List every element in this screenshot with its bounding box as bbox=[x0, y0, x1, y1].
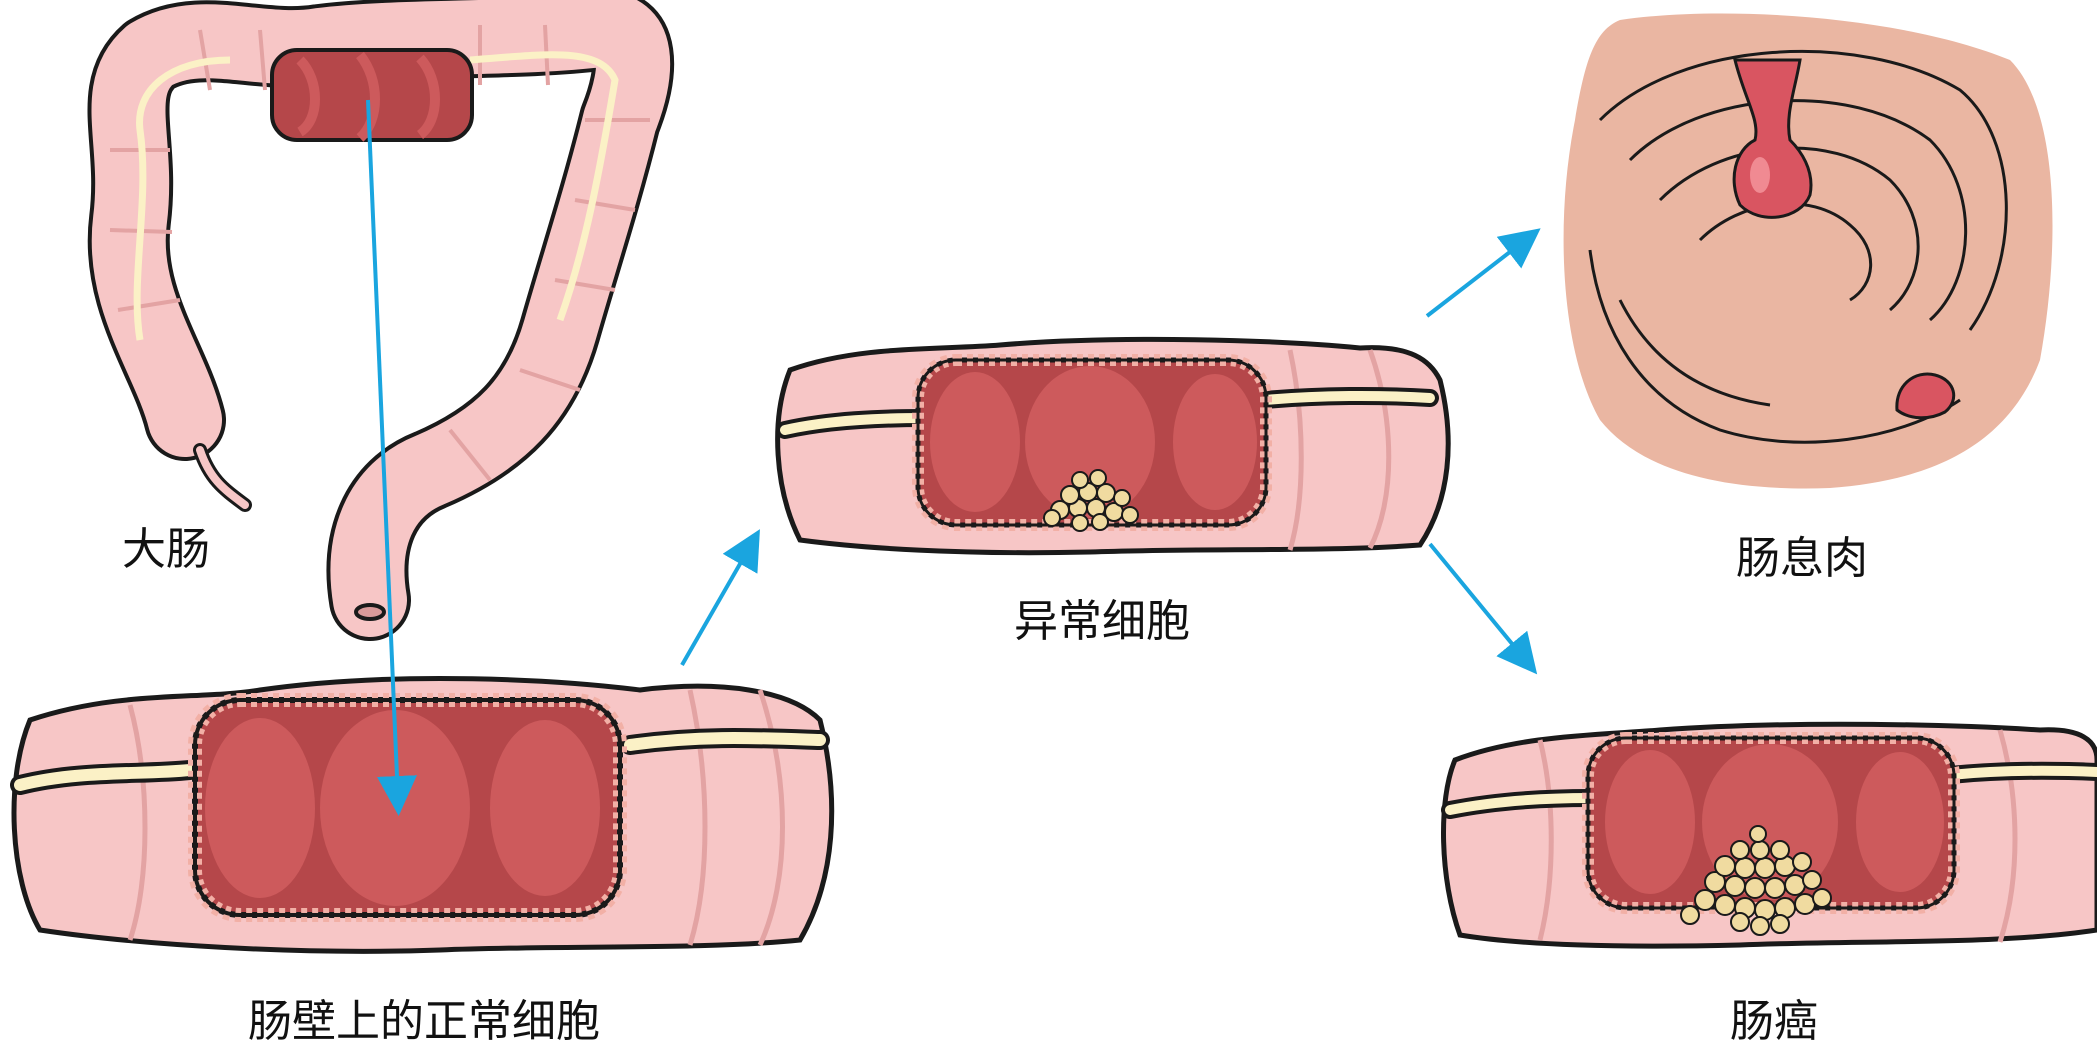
mucosa-folds bbox=[205, 710, 600, 906]
arrow-abnormal-to-polyp bbox=[1427, 238, 1528, 316]
arrow-normal-to-abnormal bbox=[682, 543, 752, 665]
abnormal-wall-segment bbox=[778, 339, 1449, 552]
label-large-intestine: 大肠 bbox=[122, 528, 210, 572]
arrow-abnormal-to-cancer bbox=[1430, 544, 1527, 662]
label-abnormal-cells: 异常细胞 bbox=[1014, 600, 1190, 644]
polyp-view-background bbox=[1564, 13, 2053, 488]
polyp-endoscopic-view bbox=[1564, 13, 2053, 488]
label-colon-cancer: 肠癌 bbox=[1730, 1000, 1818, 1044]
cancer-wall-segment bbox=[1444, 724, 2097, 946]
rectum-opening bbox=[356, 605, 384, 619]
normal-wall-segment bbox=[14, 678, 832, 951]
label-normal-cells: 肠壁上的正常细胞 bbox=[248, 1000, 600, 1044]
label-polyp: 肠息肉 bbox=[1736, 537, 1868, 581]
